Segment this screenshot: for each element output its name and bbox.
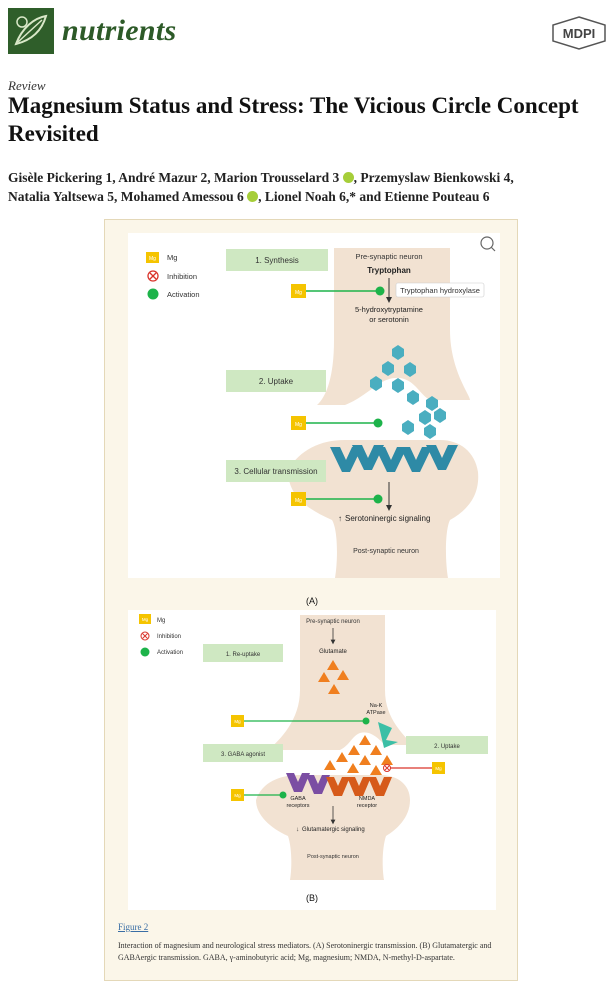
panel-b-label: (B) (306, 893, 318, 903)
figure-caption: Interaction of magnesium and neurologica… (118, 941, 492, 962)
pre-neuron-label-a: Pre-synaptic neuron (355, 252, 422, 261)
step-transmission-box (226, 460, 326, 482)
legend-b-mg-label: Mg (157, 618, 165, 624)
na-k-label: Na-K (370, 703, 383, 709)
step-synthesis-label: 1. Synthesis (255, 256, 299, 265)
activation-icon (147, 288, 159, 300)
pre-neuron-label-b: Pre-synaptic neuron (306, 619, 360, 625)
legend-b-inhibition-label: Inhibition (157, 634, 181, 640)
serotonin-label-1: 5-hydroxytryptamine (355, 305, 423, 314)
panel-a-label: (A) (306, 596, 318, 606)
legend-inhibition-label: Inhibition (167, 272, 197, 281)
enzyme-label: Tryptophan hydroxylase (400, 286, 480, 295)
post-synaptic-neuron-b (256, 775, 410, 880)
gaba-label-2: receptors (287, 803, 310, 809)
authors-line-1b[interactable]: , Przemyslaw Bienkowski 4, (353, 170, 514, 185)
authors-line-1[interactable]: Gisèle Pickering 1, André Mazur 2, Mario… (8, 170, 340, 185)
glutamate-molecules (318, 660, 393, 775)
mg-tag-uptake: Mg (295, 422, 302, 428)
post-neuron-label-a: Post-synaptic neuron (353, 548, 419, 555)
legend-b-mg-tag: Mg (142, 617, 149, 622)
glutamate-label: Glutamate (319, 649, 347, 655)
journal-name[interactable]: nutrients (62, 14, 177, 47)
legend-b-activation-label: Activation (157, 650, 183, 656)
authors-line-2b[interactable]: , Lionel Noah 6,* and Etienne Pouteau 6 (258, 189, 490, 204)
article-title: Magnesium Status and Stress: The Vicious… (8, 93, 579, 146)
na-k-atpase-icon (378, 722, 398, 748)
serotonin-molecules (370, 345, 446, 439)
mg-tag-reuptake: Mg (234, 719, 241, 724)
mg-tag-synthesis: Mg (295, 290, 302, 296)
activation-icon (140, 647, 150, 657)
step-gaba-agonist-label: 3. GABA agonist (221, 752, 265, 758)
legend-mg-label: Mg (167, 253, 177, 262)
legend-mg-box (146, 252, 159, 263)
step-uptake-label: 2. Uptake (259, 377, 294, 386)
legend-mg-tag: Mg (149, 256, 156, 262)
author-list: Gisèle Pickering 1, André Mazur 2, Mario… (8, 168, 598, 206)
inhibition-icon (140, 631, 150, 641)
glutamatergic-signaling-label: Glutamatergic signaling (302, 827, 365, 833)
post-synaptic-neuron-a (288, 440, 479, 578)
authors-line-2a[interactable]: Natalia Yaltsewa 5, Mohamed Amessou 6 (8, 189, 244, 204)
pre-synaptic-neuron-b (268, 615, 412, 750)
mg-tag-nmda: Mg (435, 766, 442, 771)
inhibition-icon (147, 270, 159, 282)
gaba-receptors (286, 773, 330, 794)
gaba-label-1: GABA (290, 796, 306, 802)
svg-text:↓: ↓ (296, 826, 299, 833)
serotonin-receptors (330, 445, 458, 472)
publisher-name: MDPI (563, 26, 596, 41)
figure-2-link[interactable]: Figure 2 (118, 922, 149, 932)
step-uptake-b-label: 2. Uptake (434, 744, 460, 750)
journal-header: nutrients MDPI (8, 6, 608, 62)
atpase-label: ATPase (366, 710, 385, 716)
svg-text:↑: ↑ (338, 514, 342, 523)
nmda-label-1: NMDA (359, 796, 376, 802)
step-transmission-label: 3. Cellular transmission (234, 467, 317, 476)
leaf-logo-icon (14, 14, 48, 46)
serotoninergic-signaling-label: Serotoninergic signaling (345, 514, 430, 523)
mdpi-logo[interactable]: MDPI (550, 16, 608, 50)
serotonin-label-2: or serotonin (369, 315, 409, 324)
step-synthesis-box (226, 249, 328, 271)
orcid-icon[interactable] (247, 191, 259, 202)
journal-logo[interactable] (8, 8, 54, 54)
orcid-icon[interactable] (342, 172, 354, 183)
mg-tag-gaba: Mg (234, 793, 241, 798)
nmda-label-2: receptor (357, 803, 377, 809)
zoom-icon[interactable] (480, 236, 496, 252)
step-uptake-box (226, 370, 326, 392)
legend-activation-label: Activation (167, 290, 200, 299)
mg-tag-transmission: Mg (295, 498, 302, 504)
tryptophan-label: Tryptophan (367, 266, 411, 275)
article-type: Review (8, 78, 46, 93)
step-reuptake-label: 1. Re-uptake (226, 652, 261, 658)
post-neuron-label-b: Post-synaptic neuron (307, 854, 359, 860)
nmda-receptors (326, 777, 392, 796)
